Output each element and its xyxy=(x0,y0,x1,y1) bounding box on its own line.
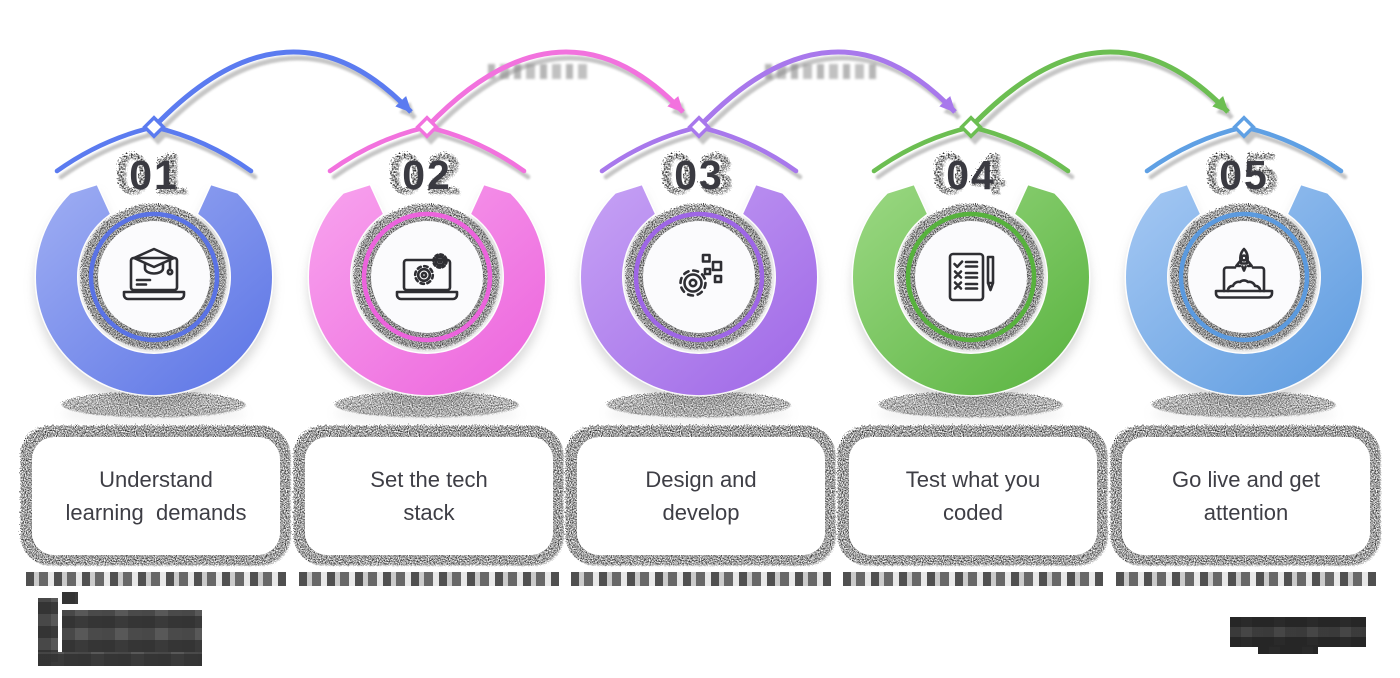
step-badge xyxy=(851,183,1091,418)
rocket-laptop-icon xyxy=(1214,247,1274,299)
arc-step1-to-step2 xyxy=(152,49,413,129)
pixel-shadow-strip xyxy=(843,572,1103,586)
step-label: Test what you coded xyxy=(849,437,1097,555)
watermark-smudge xyxy=(488,64,588,79)
c-ring xyxy=(34,183,274,397)
accent-ring xyxy=(88,211,220,343)
label-box-5: Go live and get attention xyxy=(1111,426,1381,566)
c-ring xyxy=(851,183,1091,397)
pixelated-logo-part xyxy=(38,652,202,666)
step-label: Set the tech stack xyxy=(305,437,553,555)
pixel-shadow-strip xyxy=(299,572,559,586)
node-diamond-icon xyxy=(687,115,711,139)
step-number: 05 05 xyxy=(1104,142,1384,207)
c-ring xyxy=(1124,183,1364,397)
ground-shadow xyxy=(62,392,246,418)
checklist-pen-icon xyxy=(948,252,995,302)
node-diamond-icon xyxy=(415,115,439,139)
label-box-2: Set the tech stack xyxy=(294,426,564,566)
pixelated-logo-part xyxy=(38,598,58,662)
arc-step2-to-step3 xyxy=(425,49,685,129)
arc-step3-to-step4 xyxy=(697,49,957,129)
ground-shadow xyxy=(879,392,1063,418)
step-badge xyxy=(307,183,547,418)
step-4: 04 04 xyxy=(831,0,1111,440)
arc-step4-to-step5 xyxy=(969,49,1230,129)
pixel-shadow-strip xyxy=(1116,572,1376,586)
step-5: 05 05 xyxy=(1104,0,1384,440)
laptop-graduation-icon xyxy=(122,247,186,301)
ground-shadow xyxy=(607,392,791,418)
icon-disc xyxy=(371,221,483,333)
step-badge xyxy=(1124,183,1364,418)
icon-disc xyxy=(98,221,210,333)
ground-shadow xyxy=(335,392,519,418)
step-1: 01 01 xyxy=(14,0,294,440)
node-diamond-icon xyxy=(142,115,166,139)
step-badge xyxy=(579,183,819,418)
step-label: Design and develop xyxy=(577,437,825,555)
step-label: Go live and get attention xyxy=(1122,437,1370,555)
ground-shadow xyxy=(1152,392,1336,418)
pixel-shadow-strip xyxy=(571,572,831,586)
node-diamond-icon xyxy=(959,115,983,139)
step-connector-arcs xyxy=(54,49,1344,174)
step-number: 02 02 xyxy=(287,142,567,207)
gear-pixels-icon xyxy=(679,253,723,297)
step-number: 03 03 xyxy=(559,142,839,207)
accent-ring xyxy=(905,211,1037,343)
accent-ring xyxy=(361,211,493,343)
step-number: 04 04 xyxy=(831,142,1111,207)
step-2: 02 02 xyxy=(287,0,567,440)
pixelated-logo-part xyxy=(62,610,202,652)
step-label: Understand learning demands xyxy=(32,437,280,555)
step-number: 01 01 xyxy=(14,142,294,207)
laptop-gears-icon xyxy=(395,253,459,301)
pixelated-logo-part xyxy=(62,592,78,604)
accent-ring xyxy=(633,211,765,343)
pixel-shadow-strip xyxy=(26,572,286,586)
pixelated-watermark-part xyxy=(1230,617,1366,647)
label-box-4: Test what you coded xyxy=(838,426,1108,566)
label-box-3: Design and develop xyxy=(566,426,836,566)
accent-ring xyxy=(1178,211,1310,343)
pixelated-watermark-part xyxy=(1258,645,1318,654)
step-badge xyxy=(34,183,274,418)
node-diamond-icon xyxy=(1232,115,1256,139)
c-ring xyxy=(579,183,819,397)
label-box-1: Understand learning demands xyxy=(21,426,291,566)
c-ring xyxy=(307,183,547,397)
icon-disc xyxy=(1188,221,1300,333)
step-3: 03 03 xyxy=(559,0,839,440)
watermark-smudge xyxy=(765,64,880,79)
